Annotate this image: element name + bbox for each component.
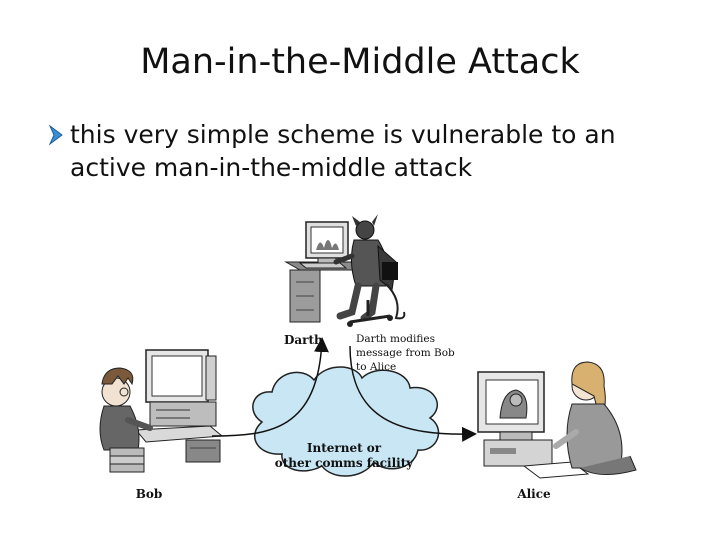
bullet-item: this very simple scheme is vulnerable to… [48,118,688,184]
slide-title: Man-in-the-Middle Attack [140,42,580,82]
bob-workstation [99,349,224,473]
darth-to-alice-arrow [349,345,477,442]
alice-workstation [477,361,637,479]
arrow-bullet-icon [48,124,63,146]
cloud-label-line2: other comms facility [275,456,415,470]
darth-note-line3: to Alice [356,361,396,373]
darth-label: Darth [284,333,323,347]
bullet-text: this very simple scheme is vulnerable to… [70,120,616,182]
network-cloud [252,366,440,477]
darth-workstation [284,214,406,327]
bob-label: Bob [136,487,163,501]
darth-note-line1: Darth modifies [356,333,435,345]
alice-label: Alice [516,487,551,501]
bob-to-darth-arrow [211,337,329,437]
cloud-label-line1: Internet or [307,441,382,455]
darth-note-line2: message from Bob [356,347,455,359]
